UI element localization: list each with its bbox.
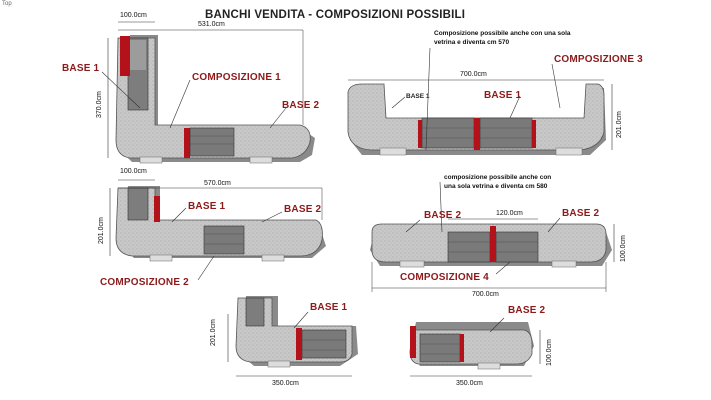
- comp4-showcase-left: [447, 231, 491, 263]
- comp5-horizontal-showcase: [301, 329, 347, 359]
- comp3-label-composition: COMPOSIZIONE 3: [554, 54, 643, 65]
- comp2-label-base2: BASE 2: [284, 204, 322, 215]
- comp4-dim-depth: 100.0cm: [620, 235, 627, 262]
- comp1-dim-width: 100.0cm: [120, 12, 147, 19]
- comp4-label-composition: COMPOSIZIONE 4: [400, 272, 489, 283]
- comp1-counter: [115, 37, 311, 159]
- comp5-dim-total: 350.0cm: [272, 380, 299, 387]
- view-label: Top: [2, 1, 12, 7]
- comp2-label-base1: BASE 1: [188, 201, 226, 212]
- comp3-red-right: [532, 120, 536, 148]
- comp4-red-divider: [490, 226, 496, 262]
- comp1-label-composition: COMPOSIZIONE 1: [192, 72, 281, 83]
- composition-2-drawing: [109, 179, 326, 281]
- comp3-label-base1-left: BASE 1: [406, 93, 430, 100]
- composition-5-drawing: [227, 296, 358, 377]
- comp4-dim-total: 700.0cm: [472, 291, 499, 298]
- comp2-dim-width: 100.0cm: [120, 168, 147, 175]
- comp1-red-corner: [184, 128, 190, 158]
- comp6-dim-total: 350.0cm: [456, 380, 483, 387]
- composition-6-drawing: [409, 317, 541, 377]
- page-title: BANCHI VENDITA - COMPOSIZIONI POSSIBILI: [205, 9, 466, 21]
- comp2-dim-depth: 201.0cm: [98, 217, 105, 244]
- comp4-label-base2-left: BASE 2: [424, 210, 462, 221]
- comp1-glass-top: [130, 40, 146, 70]
- composition-3-drawing: [347, 47, 613, 156]
- comp4-showcase-right: [495, 231, 539, 263]
- comp1-label-base1: BASE 1: [62, 63, 100, 74]
- composition-1-drawing: [101, 21, 315, 164]
- composition-4-drawing: [370, 181, 615, 292]
- comp6-red-mid: [460, 334, 464, 362]
- comp6-label-base2: BASE 2: [508, 305, 546, 316]
- comp6-red-end: [410, 326, 416, 358]
- comp2-dim-total: 570.0cm: [204, 180, 231, 187]
- comp1-red-top: [120, 36, 130, 76]
- comp5-label-base1: BASE 1: [310, 302, 348, 313]
- comp1-dim-total: 531.0cm: [198, 21, 225, 28]
- comp1-dim-depth: 370.0cm: [96, 91, 103, 118]
- comp3-red-divider: [474, 118, 480, 150]
- comp4-dim-middle: 120.0cm: [496, 210, 523, 217]
- comp6-dim-depth: 100.0cm: [546, 339, 553, 366]
- comp3-dim-depth: 201.0cm: [616, 111, 623, 138]
- comp3-showcase-left: [421, 117, 475, 149]
- comp5-red: [296, 328, 302, 360]
- comp2-label-composition: COMPOSIZIONE 2: [100, 277, 189, 288]
- comp3-note: Composizione possibile anche con una sol…: [434, 30, 571, 46]
- comp2-red-top: [154, 196, 160, 222]
- comp1-horizontal-showcase: [189, 127, 235, 157]
- comp3-dim-total: 700.0cm: [460, 71, 487, 78]
- comp2-vertical-showcase: [127, 187, 149, 221]
- comp4-note: composizione possibile anche con una sol…: [444, 174, 552, 190]
- comp2-counter: [115, 187, 323, 257]
- comp5-vertical-showcase: [245, 297, 265, 327]
- comp1-label-base2: BASE 2: [282, 100, 320, 111]
- comp2-horizontal-showcase: [203, 225, 245, 255]
- comp3-label-base1-right: BASE 1: [484, 90, 522, 101]
- comp3-red-left: [418, 120, 422, 148]
- comp4-label-base2-right: BASE 2: [562, 208, 600, 219]
- comp3-counter: [347, 83, 605, 151]
- comp5-dim-depth: 201.0cm: [210, 319, 217, 346]
- comp6-showcase: [419, 333, 461, 363]
- comp3-showcase-right: [479, 117, 533, 149]
